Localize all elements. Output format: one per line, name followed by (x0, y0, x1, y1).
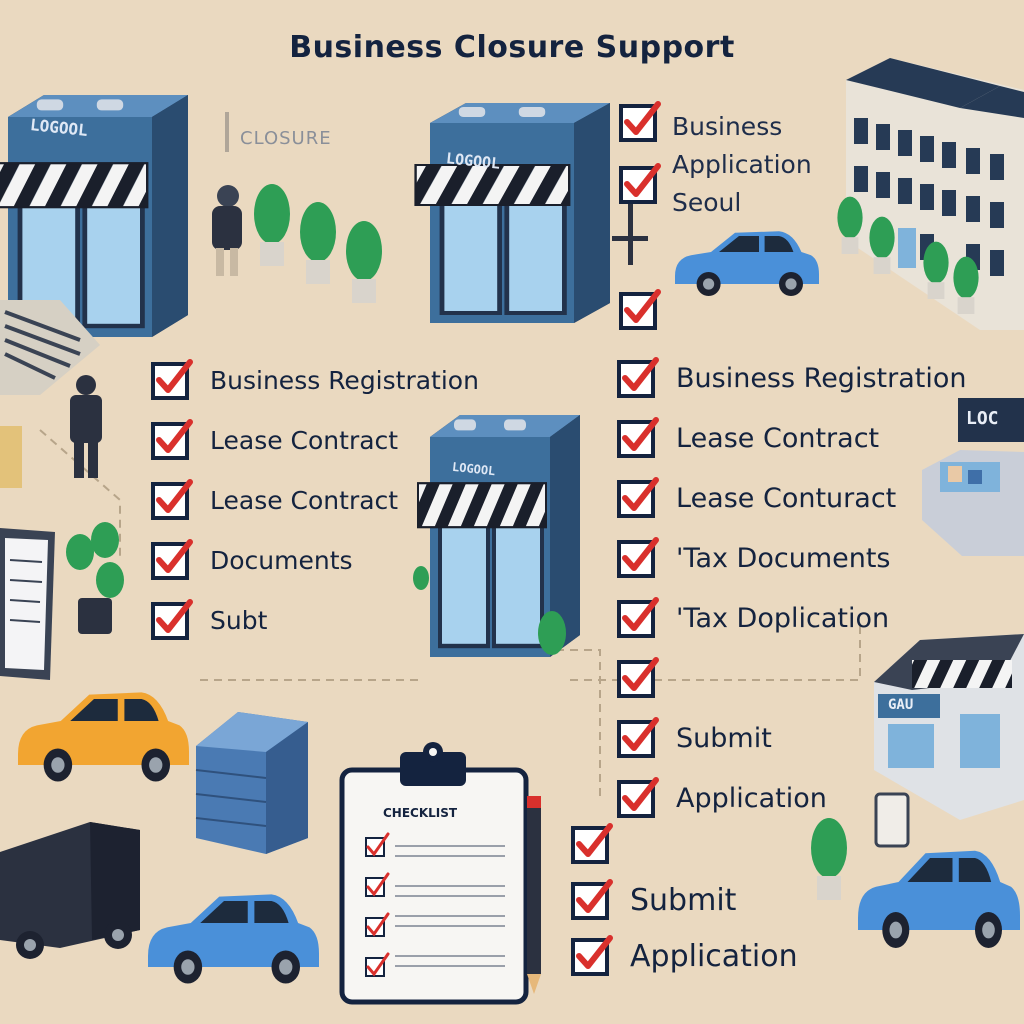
checklist-item[interactable]: Lease Conturact (616, 468, 966, 528)
checklist-item-label: Documents (210, 545, 353, 575)
checkbox-icon (151, 599, 193, 640)
right-checklist: Business Registration Lease Contract Lea… (616, 348, 966, 828)
checkbox-icon (617, 537, 659, 578)
checkbox-icon (619, 289, 661, 330)
checkbox-icon (617, 477, 659, 518)
checkbox-icon (617, 657, 659, 698)
checklist-item-label: 'Tax Doplication (676, 602, 890, 634)
checkbox-icon (151, 539, 193, 580)
checkbox-icon (571, 823, 613, 864)
checklist-item[interactable]: Business Registration (616, 348, 966, 408)
page-title: Business Closure Support (289, 30, 735, 65)
checklist-item[interactable]: Lease Contract (150, 410, 479, 470)
checklist-item-label: Lease Contract (210, 425, 399, 455)
checkbox-icon (619, 163, 661, 204)
checklist-item-label: Application (676, 782, 827, 814)
checklist-item-label: Submit (630, 882, 737, 918)
side-note: Business Application Seoul (672, 108, 812, 222)
checklist-item[interactable]: Business Registration (150, 350, 479, 410)
checklist-item[interactable]: Submit (570, 872, 798, 928)
left-checklist: Business Registration Lease Contract Lea… (150, 350, 479, 650)
side-note-checkbox[interactable] (618, 162, 662, 210)
checklist-item-label: Lease Contract (676, 422, 880, 454)
checkbox-icon (151, 419, 193, 460)
checklist-item-label: Submit (676, 722, 772, 754)
checklist-item[interactable] (616, 648, 966, 708)
checklist-item[interactable]: Lease Contract (150, 470, 479, 530)
checkbox-icon (571, 935, 613, 976)
checklist-item[interactable]: Subt (150, 590, 479, 650)
closure-sign-label: CLOSURE (240, 128, 332, 149)
checklist-item[interactable]: Lease Contract (616, 408, 966, 468)
checkbox-icon (617, 417, 659, 458)
standalone-checkbox[interactable] (618, 288, 662, 336)
checkbox-icon (151, 479, 193, 520)
checklist-item[interactable]: Application (570, 928, 798, 984)
side-note-line: Business (672, 112, 783, 141)
checklist-item-label: Application (630, 938, 798, 974)
checkbox-icon (617, 357, 659, 398)
checklist-item-label: Lease Conturact (676, 482, 897, 514)
checkbox-icon (571, 879, 613, 920)
checkbox-icon (617, 717, 659, 758)
clipboard-check-mark-icon (366, 872, 390, 897)
clipboard-check-mark-icon (366, 952, 390, 977)
checkbox-icon (151, 359, 193, 400)
checklist-item[interactable]: Application (616, 768, 966, 828)
clipboard-check-mark-icon (366, 832, 390, 857)
checkbox-icon (619, 101, 661, 142)
checklist-item-label: Business Registration (676, 362, 967, 394)
side-note-checkbox[interactable] (618, 100, 662, 148)
checkbox-icon (617, 597, 659, 638)
side-note-line: Application (672, 150, 812, 179)
checklist-item[interactable] (570, 816, 798, 872)
checklist-item-label: 'Tax Documents (676, 542, 891, 574)
right-shop-sign: GAU (888, 697, 914, 713)
bottom-checklist: Submit Application (570, 816, 798, 984)
clipboard-title: CHECKLIST (383, 806, 458, 820)
checklist-item-label: Subt (210, 605, 268, 635)
checklist-item-label: Lease Contract (210, 485, 399, 515)
side-note-line: Seoul (672, 188, 742, 217)
clipboard-check-mark-icon (366, 912, 390, 937)
checklist-item[interactable]: Submit (616, 708, 966, 768)
checklist-item[interactable]: 'Tax Doplication (616, 588, 966, 648)
checklist-item-label: Business Registration (210, 365, 479, 395)
checkbox-icon (617, 777, 659, 818)
checklist-item[interactable]: Documents (150, 530, 479, 590)
stall-sign: LOC (966, 408, 999, 429)
checklist-item[interactable]: 'Tax Documents (616, 528, 966, 588)
